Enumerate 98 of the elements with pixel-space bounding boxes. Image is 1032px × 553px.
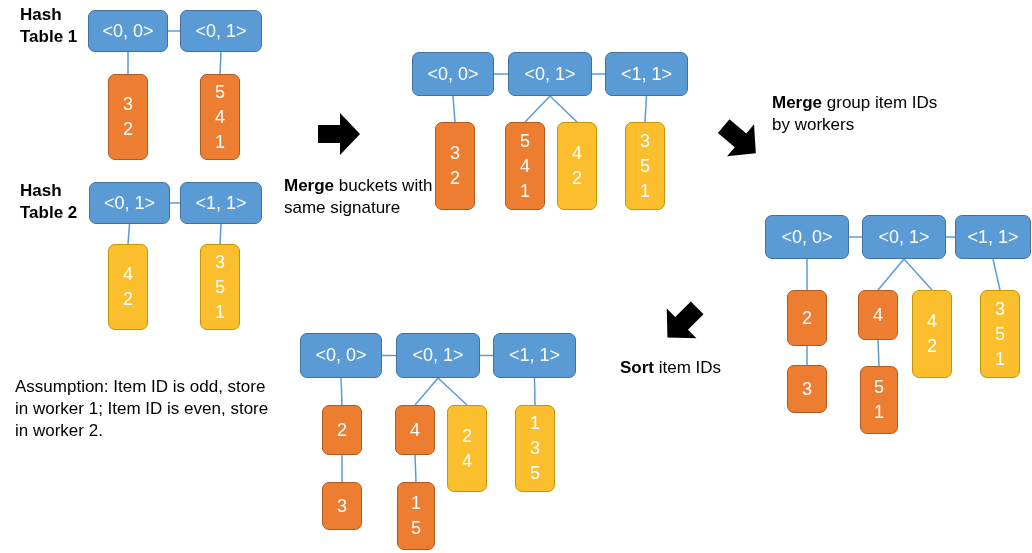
worker-bucket [625,122,665,210]
connector-line [806,345,808,366]
connector-line [340,377,343,406]
item-ids: 2 [336,418,348,442]
worker-bucket [200,74,240,160]
connector-line [644,95,648,123]
worker-bucket [200,244,240,330]
item-ids: 3 [336,494,348,518]
connector-line [903,258,933,291]
signature-box [89,182,170,224]
connector-line [549,95,578,123]
item-ids: 4 2 [122,263,134,311]
signature-box [862,215,946,259]
item-ids: 4 [409,418,421,442]
signature-box [396,333,480,378]
connector-line [167,30,181,32]
worker-bucket [108,244,148,330]
connector-line [127,51,129,75]
signature-text: <0, 1> [878,226,930,248]
worker-bucket [980,290,1020,378]
step-caption: Sort item IDs [620,357,723,379]
signature-box [180,182,262,224]
signature-box [955,215,1031,259]
signature-box [180,10,262,52]
signature-text: <0, 1> [524,63,576,85]
signature-text: <0, 1> [412,345,464,366]
connector-line [848,236,863,238]
signature-box [412,52,494,96]
connector-line [219,51,222,75]
connector-line [806,258,808,291]
worker-bucket [912,290,952,378]
signature-text: <1, 1> [620,63,672,85]
worker-bucket [505,122,545,210]
connector-line [414,454,417,483]
signature-text: <0, 0> [781,226,833,248]
connector-line [493,73,509,75]
signature-text: <0, 0> [102,20,154,42]
worker-bucket [395,405,435,455]
signature-box [493,333,576,378]
connector-line [533,377,536,406]
connector-line [877,258,905,291]
item-ids: 3 5 1 [994,297,1006,371]
signature-box [88,10,168,52]
item-ids: 4 2 [571,142,583,190]
connector-line [524,95,551,123]
table-title: Hash Table 2 [20,180,79,224]
connector-line [414,377,439,406]
worker-bucket [322,405,362,455]
table-title: Hash Table 1 [20,4,79,48]
worker-bucket [557,122,597,210]
item-ids: 4 2 [926,310,938,358]
item-ids: 3 5 1 [639,129,651,203]
signature-text: <0, 0> [315,345,367,366]
signature-text: <0, 0> [427,63,479,85]
connector-line [169,202,181,204]
item-ids: 3 2 [122,93,134,141]
signature-text: <0, 1> [195,20,247,42]
connector-line [591,73,606,75]
item-ids: 3 [801,377,813,401]
signature-box [300,333,382,378]
connector-line [341,454,343,483]
item-ids: 2 [801,306,813,330]
item-ids: 3 5 1 [214,250,226,324]
item-ids: 5 4 1 [519,129,531,203]
item-ids: 4 [872,303,884,327]
item-ids: 1 3 5 [529,412,541,485]
item-ids: 1 5 [410,492,422,540]
signature-box [605,52,688,96]
item-ids: 5 4 1 [214,80,226,154]
connector-line [992,258,1001,291]
step-caption: Merge buckets with same signature [284,175,434,219]
signature-text: <1, 1> [508,345,560,366]
worker-bucket [515,405,555,492]
connector-line [945,236,956,238]
worker-bucket [397,482,435,550]
connector-line [219,223,222,245]
note-text: Assumption: Item ID is odd, store in worker 1; Item ID is even, store in worker 2. [15,376,270,442]
signature-text: <0, 1> [103,192,155,214]
signature-box [765,215,849,259]
worker-bucket [322,482,362,530]
worker-bucket [787,365,827,413]
step-caption: Merge group item IDs by workers [772,92,939,136]
signature-box [508,52,592,96]
connector-line [437,377,468,406]
signature-text: <1, 1> [967,226,1019,248]
worker-bucket [787,290,827,346]
worker-bucket [108,74,148,160]
worker-bucket [860,366,898,434]
worker-bucket [435,122,475,210]
item-ids: 2 4 [461,424,473,473]
item-ids: 3 2 [449,142,461,190]
worker-bucket [858,290,898,340]
connector-line [452,95,456,123]
connector-line [127,223,131,245]
signature-text: <1, 1> [195,192,247,214]
item-ids: 5 1 [873,376,885,424]
worker-bucket [447,405,487,492]
connector-line [877,339,880,367]
